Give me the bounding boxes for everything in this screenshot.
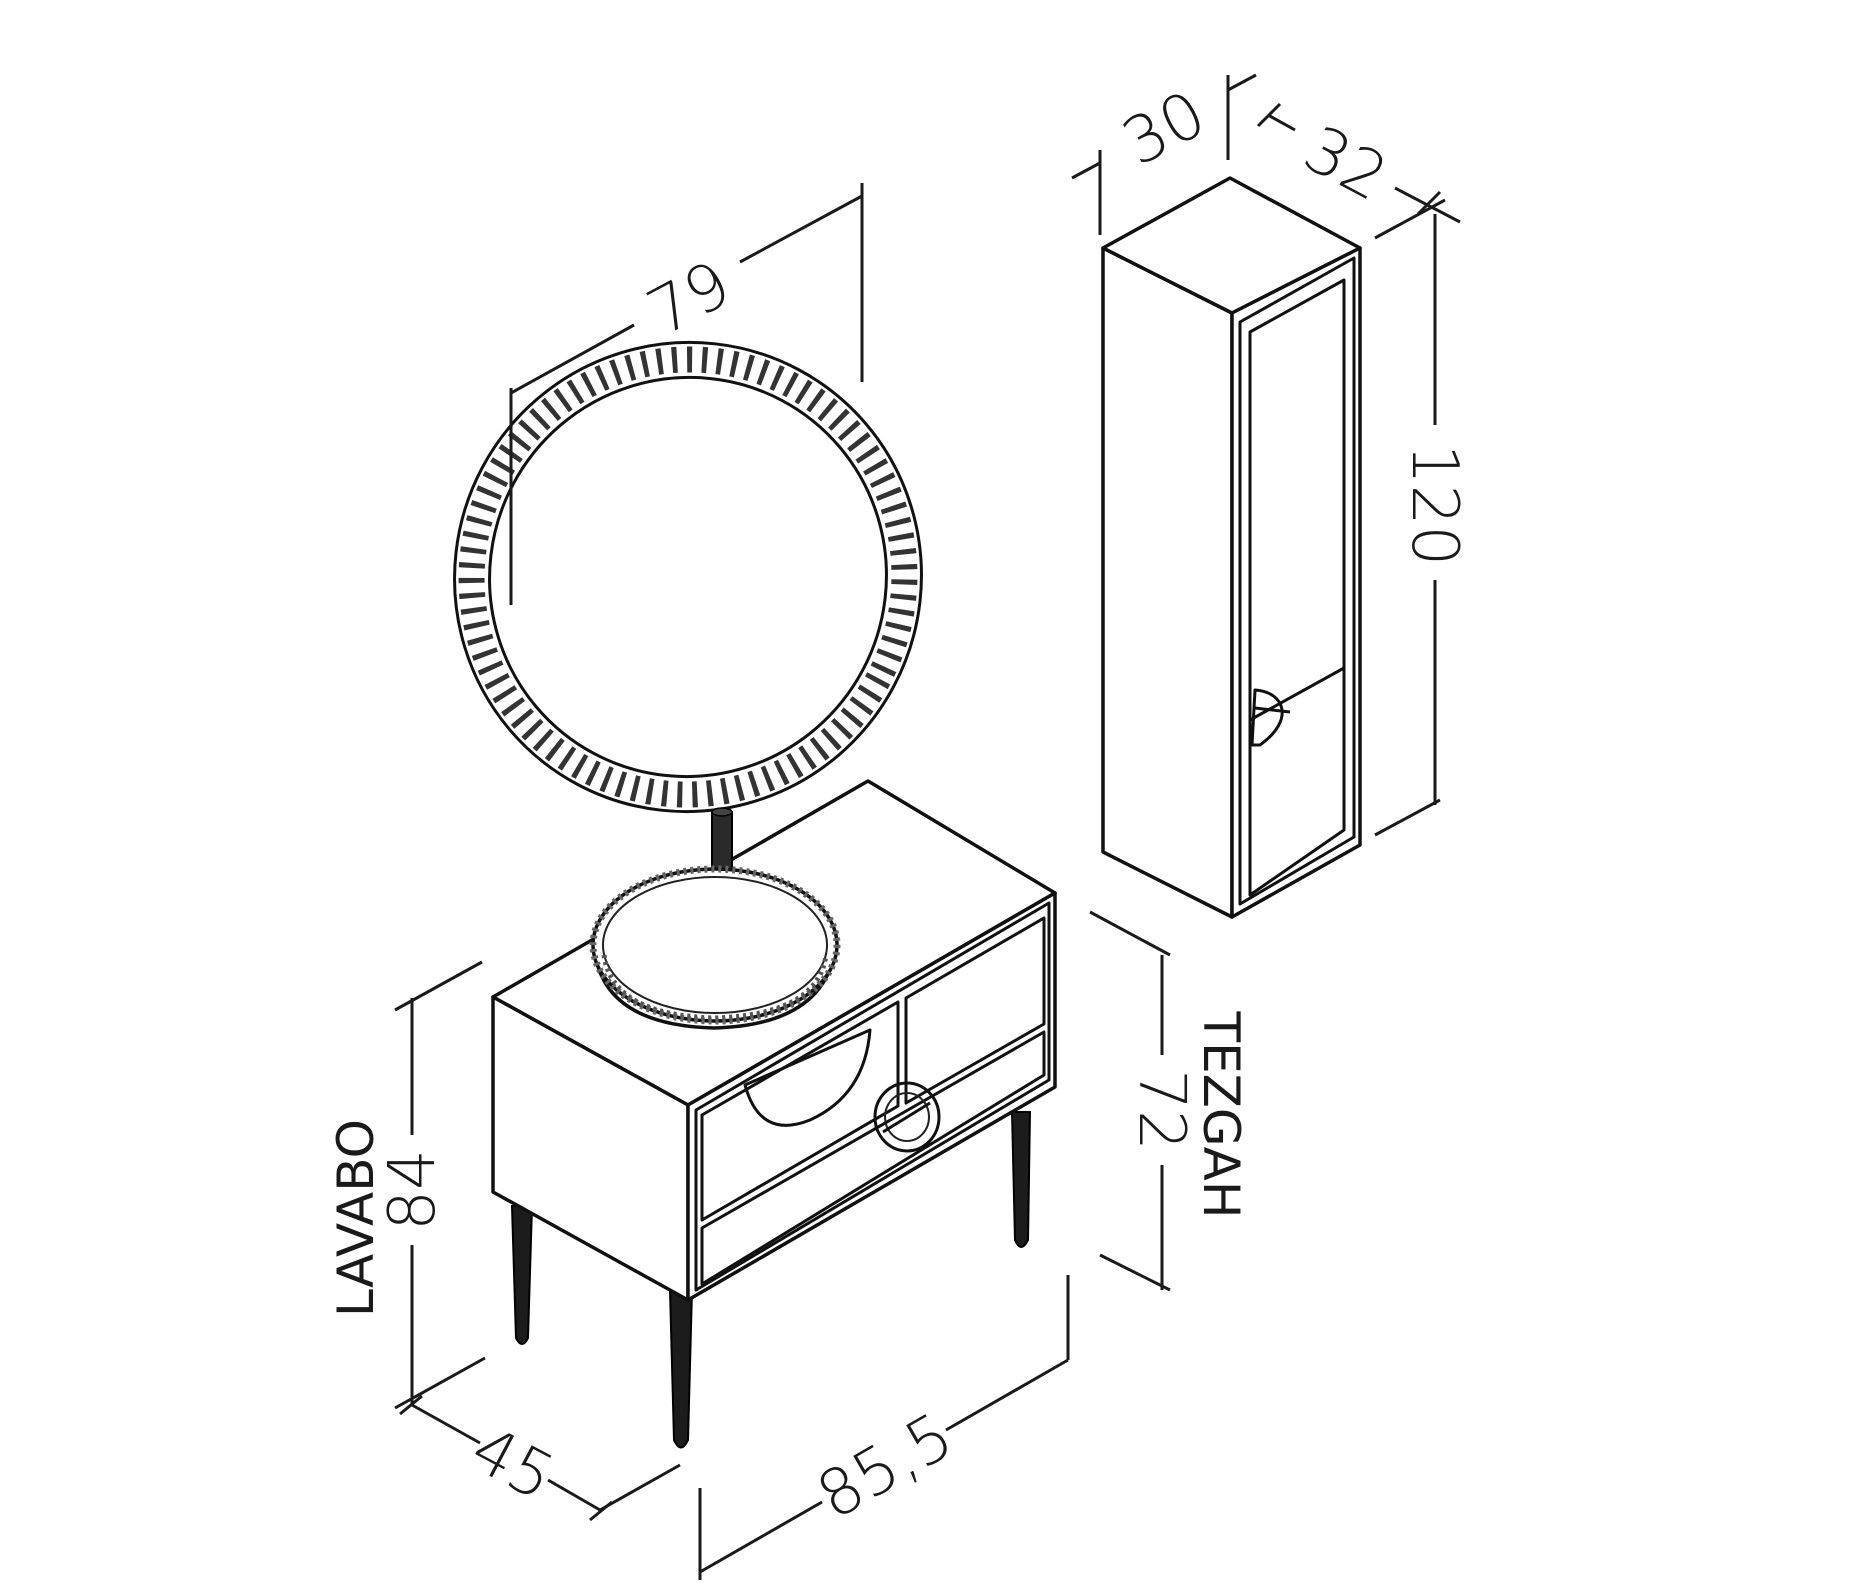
cabinet-height-dimension: 120	[1374, 198, 1471, 837]
vanity-unit	[491, 779, 1057, 1302]
cabinet-width-dimension: 32	[1256, 102, 1461, 224]
cabinet-width-label: 32	[1292, 112, 1399, 216]
vanity-depth-dimension: 45	[399, 1394, 681, 1522]
vanity-width-dimension: 85,5	[698, 1275, 1070, 1580]
tezgah-label: TEZGAH	[1192, 1011, 1250, 1219]
cabinet-depth-label: 30	[1111, 77, 1218, 181]
mirror-width-dimension: 79	[509, 183, 864, 605]
oval-mirror	[453, 340, 923, 814]
lavabo-height-value: 84	[376, 1149, 450, 1230]
tezgah-height-dimension: 72 TEZGAH	[1089, 910, 1250, 1292]
cabinet-height-label: 120	[1397, 444, 1471, 566]
vanity-width-label: 85,5	[805, 1399, 965, 1534]
tezgah-height-value: 72	[1124, 1069, 1198, 1150]
lavabo-height-dimension: 84 LAVABO	[327, 960, 486, 1410]
vanity-legs	[510, 1111, 1032, 1449]
mirror-width-label: 79	[636, 247, 743, 351]
tall-cabinet	[1101, 176, 1362, 919]
vanity-depth-label: 45	[459, 1412, 566, 1516]
vessel-basin	[589, 865, 841, 1030]
lavabo-label: LAVABO	[327, 1119, 385, 1317]
